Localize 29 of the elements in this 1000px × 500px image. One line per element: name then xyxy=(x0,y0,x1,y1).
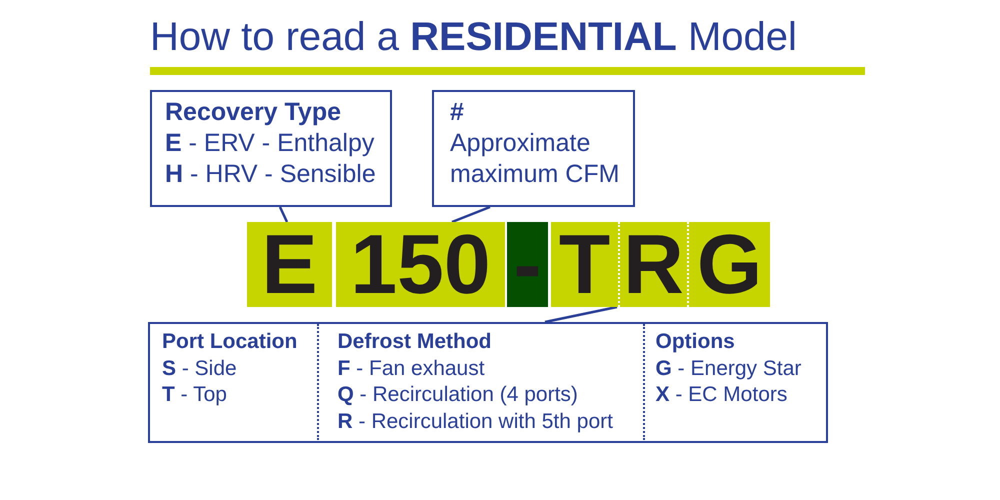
callout-box xyxy=(432,90,635,207)
callout-heading: # xyxy=(450,97,464,128)
code-segment xyxy=(551,222,770,307)
leader-line xyxy=(278,206,288,223)
callout-box xyxy=(148,322,828,443)
title: How to read a RESIDENTIAL Model xyxy=(150,14,797,60)
code-meaning: H - HRV - Sensible xyxy=(165,159,376,190)
code-letter: T xyxy=(551,222,620,307)
callout-heading: Recovery Type xyxy=(165,97,342,128)
callout-box xyxy=(150,90,392,207)
code-meaning: F - Fan exhaust xyxy=(338,356,485,382)
code-meaning: Q - Recirculation (4 ports) xyxy=(338,382,578,408)
leader-line xyxy=(544,306,618,324)
section-heading: Defrost Method xyxy=(338,329,492,355)
code-segment: - xyxy=(507,222,548,307)
code-segment: E xyxy=(247,222,332,307)
code-letter: R xyxy=(620,222,689,307)
leader-line xyxy=(452,206,490,224)
section-heading: Options xyxy=(656,329,735,355)
code-meaning: T - Top xyxy=(162,382,227,408)
code-meaning: S - Side xyxy=(162,356,237,382)
code-meaning: G - Energy Star xyxy=(656,356,802,382)
code-segment: 150 xyxy=(336,222,505,307)
code-meaning: R - Recirculation with 5th port xyxy=(338,408,613,434)
code-meaning: X - EC Motors xyxy=(656,382,788,408)
code-letter: G xyxy=(689,222,770,307)
code-meaning: Approximate maximum CFM xyxy=(450,128,620,190)
section-heading: Port Location xyxy=(162,329,298,355)
code-meaning: E - ERV - Enthalpy xyxy=(165,128,374,159)
